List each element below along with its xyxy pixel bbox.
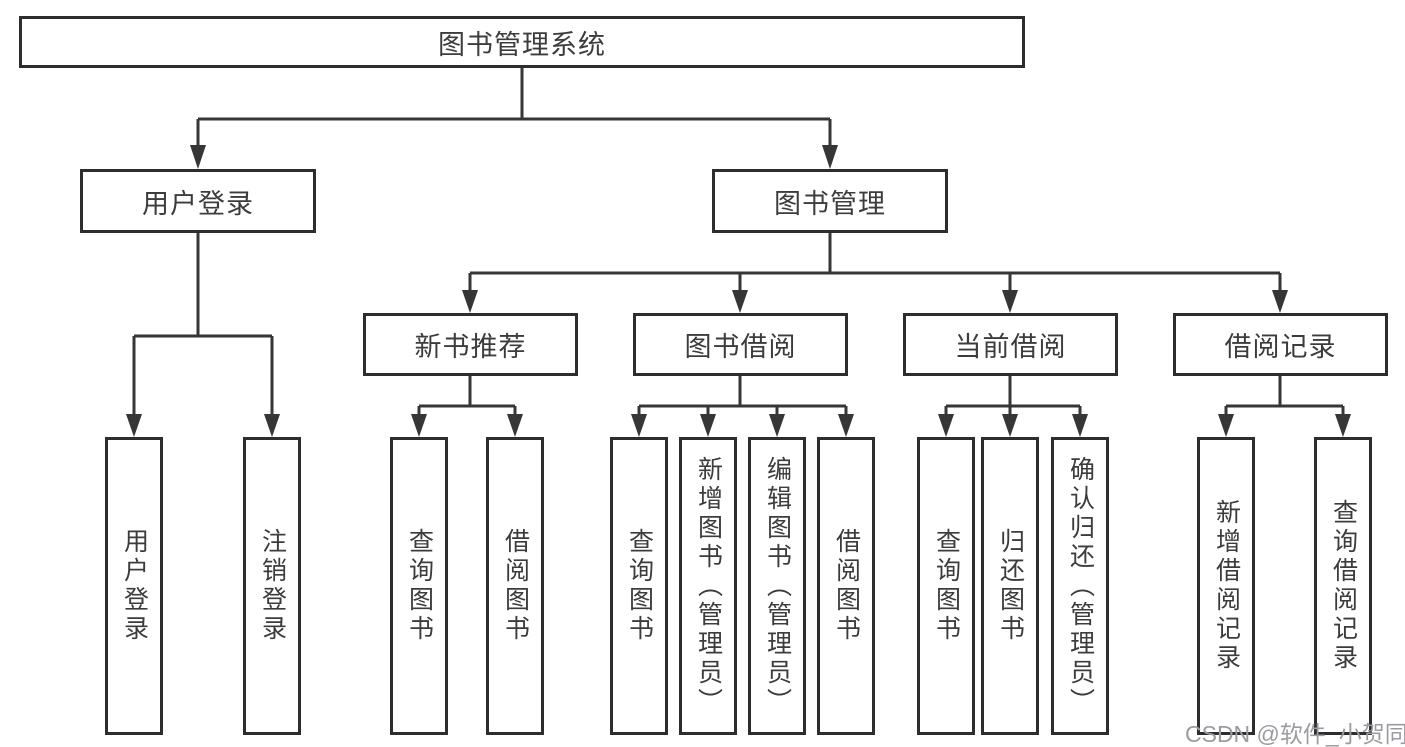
connector-new-book-children bbox=[417, 376, 517, 416]
node-book-management: 图书管理 bbox=[712, 169, 948, 233]
arrowhead-e2 bbox=[1335, 414, 1351, 437]
arrowhead-current-borrowing bbox=[1002, 290, 1018, 313]
leaf-user-login: 用户登录 bbox=[105, 437, 163, 735]
leaf-query-borrow-record: 查询借阅记录 bbox=[1314, 437, 1372, 735]
node-root-system: 图书管理系统 bbox=[19, 16, 1025, 68]
leaf-query-books-borrowing: 查询图书 bbox=[610, 437, 668, 735]
csdn-watermark: CSDN @软件_小贺同学 bbox=[1185, 721, 1405, 747]
connector-user-login-children bbox=[132, 233, 274, 416]
leaf-add-borrow-record: 新增借阅记录 bbox=[1197, 437, 1255, 735]
arrowhead-d3 bbox=[1072, 414, 1088, 437]
node-user-login: 用户登录 bbox=[80, 169, 316, 233]
leaf-logout: 注销登录 bbox=[243, 437, 301, 735]
arrowhead-new-book bbox=[462, 290, 478, 313]
leaf-add-books-admin: 新增图书（管理员） bbox=[679, 437, 737, 735]
arrowhead-c3 bbox=[769, 414, 785, 437]
arrowhead-book-management bbox=[822, 145, 838, 169]
connector-book-borrowing-children bbox=[637, 376, 848, 416]
node-current-borrowing: 当前借阅 bbox=[903, 313, 1118, 376]
arrowhead-borrowing-records bbox=[1272, 290, 1288, 313]
leaf-borrow-books-borrowing: 借阅图书 bbox=[817, 437, 875, 735]
arrowhead-d2 bbox=[1002, 414, 1018, 437]
arrowhead-leaf-logout bbox=[264, 414, 280, 437]
node-borrowing-records: 借阅记录 bbox=[1173, 313, 1388, 376]
leaf-query-books-recommend: 查询图书 bbox=[390, 437, 448, 735]
arrowhead-b1 bbox=[411, 414, 427, 437]
node-book-borrowing: 图书借阅 bbox=[633, 313, 848, 376]
leaf-edit-books-admin: 编辑图书（管理员） bbox=[748, 437, 806, 735]
arrowhead-c4 bbox=[838, 414, 854, 437]
arrowhead-c1 bbox=[631, 414, 647, 437]
arrowhead-book-borrowing bbox=[732, 290, 748, 313]
arrowhead-c2 bbox=[700, 414, 716, 437]
leaf-query-books-current: 查询图书 bbox=[917, 437, 975, 735]
connector-current-borrowing-children bbox=[944, 376, 1082, 416]
connector-root-to-level2 bbox=[196, 68, 832, 147]
leaf-confirm-return-admin: 确认归还（管理员） bbox=[1051, 437, 1109, 735]
leaf-borrow-books-recommend: 借阅图书 bbox=[486, 437, 544, 735]
arrowhead-user-login bbox=[190, 145, 206, 169]
connector-book-management-children bbox=[468, 233, 1282, 292]
node-new-book-recommendation: 新书推荐 bbox=[363, 313, 578, 376]
arrowhead-leaf-user-login bbox=[126, 414, 142, 437]
connector-borrowing-records-children bbox=[1224, 376, 1345, 416]
arrowhead-d1 bbox=[938, 414, 954, 437]
arrowhead-b2 bbox=[507, 414, 523, 437]
leaf-return-books: 归还图书 bbox=[981, 437, 1039, 735]
arrowhead-e1 bbox=[1218, 414, 1234, 437]
